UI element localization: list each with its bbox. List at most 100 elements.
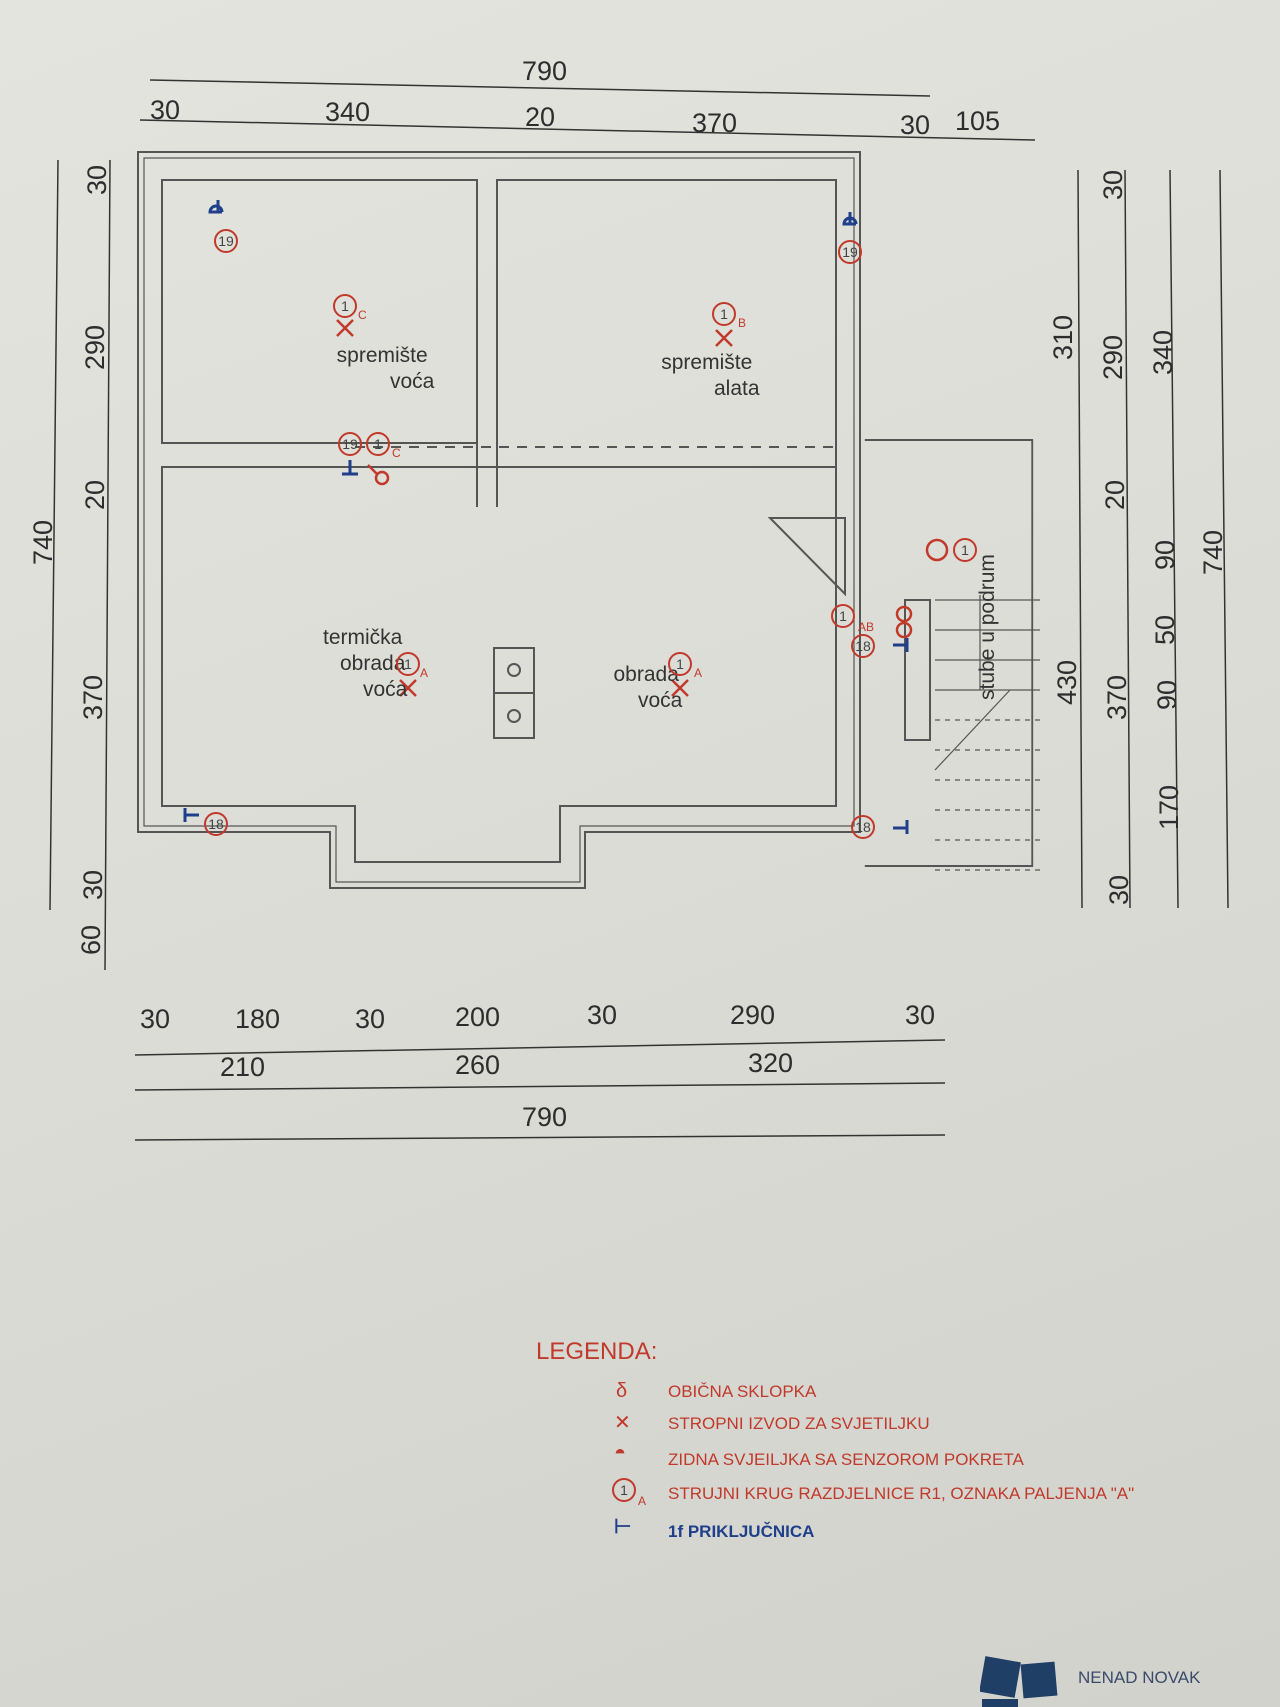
- left-dim: 20: [80, 479, 110, 510]
- right-dim: 310: [1048, 314, 1078, 360]
- legend-item: ZIDNA SVJEILJKA SA SENZOROM POKRETA: [668, 1450, 1024, 1469]
- outer-wall: [137, 151, 861, 889]
- socket-number: 19: [838, 240, 862, 264]
- inner-wall: [161, 179, 478, 444]
- legend-item: STROPNI IZVOD ZA SVJETILJKU: [668, 1414, 930, 1433]
- ceiling-light-icon: [671, 679, 689, 697]
- circuit-tag: AB: [858, 620, 875, 634]
- top-dim: 30: [900, 110, 931, 140]
- circuit-marker-icon: 1: [612, 1478, 636, 1502]
- socket-icon: [208, 200, 224, 214]
- socket-icon: ⊢: [614, 1516, 632, 1538]
- sensor-wall-light-icon: [925, 538, 949, 562]
- stairs-label: stube u podrum: [976, 554, 999, 700]
- ceiling-light-icon: [399, 679, 417, 697]
- right-dim: 90: [1150, 539, 1180, 570]
- top-dim: 20: [525, 102, 556, 132]
- sensor-wall-light-icon: ◓: [614, 1442, 627, 1464]
- right-dim: 430: [1052, 659, 1082, 705]
- author-name: NENAD NOVAK: [1078, 1668, 1201, 1687]
- circuit-marker: 1: [831, 604, 855, 628]
- bottom-dim: 30: [355, 1004, 386, 1034]
- left-dim: 60: [76, 924, 106, 955]
- room-name: voća: [363, 678, 408, 701]
- bottom-dim: 260: [455, 1050, 501, 1080]
- room-name: spremište: [661, 351, 753, 374]
- room-label-fruit-processing: obrada voća: [610, 662, 682, 714]
- circuit-tag: C: [358, 308, 367, 322]
- right-dim: 290: [1098, 334, 1128, 380]
- bottom-dim: 210: [220, 1052, 266, 1082]
- circuit-tag: A: [420, 666, 429, 680]
- top-dim: 105: [955, 106, 1001, 136]
- circuit-marker: 1: [953, 538, 977, 562]
- bottom-dim: 180: [235, 1004, 281, 1034]
- room-name: obrada: [339, 652, 406, 675]
- socket-icon: [842, 212, 858, 226]
- light-fixtures: [336, 319, 949, 697]
- top-dim-total: 790: [522, 56, 568, 86]
- bottom-dim-total: 790: [522, 1102, 568, 1132]
- top-dim: 370: [692, 108, 738, 138]
- bottom-dim: 290: [730, 1000, 776, 1030]
- room-name: voća: [390, 370, 435, 393]
- legend-item: STRUJNI KRUG RAZDJELNICE R1, OZNAKA PALJ…: [668, 1484, 1135, 1503]
- inner-wall: [162, 463, 497, 507]
- ceiling-light-icon: [715, 329, 733, 347]
- bottom-dim: 30: [905, 1000, 936, 1030]
- room-label-fruit-storage: spremište voća: [330, 343, 435, 395]
- right-dim: 30: [1104, 874, 1134, 905]
- legend-item: OBIČNA SKLOPKA: [668, 1382, 817, 1401]
- room-label-tool-storage: spremište alata: [654, 350, 760, 402]
- circuit-tag: A: [694, 666, 703, 680]
- bottom-dim: 200: [455, 1002, 501, 1032]
- right-dim: 740: [1198, 529, 1228, 575]
- circuit-marker: 1: [668, 652, 692, 676]
- left-dim: 290: [80, 324, 110, 370]
- room-name: termička: [323, 626, 403, 649]
- right-dim: 370: [1102, 674, 1132, 720]
- socket-number: 19: [338, 432, 362, 456]
- ceiling-light-icon: [336, 319, 354, 337]
- right-dim: 20: [1100, 479, 1130, 510]
- legend-item: 1f PRIKLJUČNICA: [668, 1522, 815, 1541]
- legend-title: LEGENDA:: [536, 1338, 658, 1365]
- circuit-marker: 1: [333, 294, 357, 318]
- right-dim: 30: [1098, 169, 1128, 200]
- top-dim: 340: [325, 97, 371, 127]
- right-dim: 90: [1152, 679, 1182, 710]
- left-dim: 30: [78, 869, 108, 900]
- ceiling-light-icon: ✕: [614, 1412, 631, 1434]
- room-name: alata: [714, 377, 760, 400]
- left-dim-total: 740: [28, 519, 58, 565]
- author-logo: [980, 1656, 1058, 1707]
- room-lower: [161, 466, 837, 863]
- socket-icon: [893, 638, 909, 652]
- switch-icon: δ: [616, 1380, 628, 1402]
- right-dim: 50: [1150, 614, 1180, 645]
- stair-steps: [934, 595, 1040, 871]
- circuit-tag: C: [392, 446, 401, 460]
- circuit-tag: A: [638, 1494, 647, 1508]
- left-dim: 370: [78, 674, 108, 720]
- circuit-tag: B: [738, 316, 747, 330]
- top-dim: 30: [150, 95, 181, 125]
- room-name: spremište: [336, 344, 428, 367]
- switch-icon: [374, 470, 390, 486]
- bottom-dim: 30: [140, 1004, 171, 1034]
- socket-icon: [183, 808, 199, 822]
- left-dim: 30: [82, 164, 112, 195]
- room-label-thermal-processing: termička obrada voća: [318, 625, 407, 703]
- circuit-marker: 1: [366, 432, 390, 456]
- room-name: voća: [638, 689, 683, 712]
- sockets: [183, 200, 909, 834]
- socket-number: 18: [851, 634, 875, 658]
- right-dim: 340: [1148, 329, 1178, 375]
- outer-wall-inner-line: [143, 157, 855, 883]
- circuit-marker: 1: [712, 302, 736, 326]
- socket-number: 18: [204, 812, 228, 836]
- circuit-marker: 1: [396, 652, 420, 676]
- switch-icon: [895, 605, 913, 623]
- socket-icon: [893, 820, 909, 834]
